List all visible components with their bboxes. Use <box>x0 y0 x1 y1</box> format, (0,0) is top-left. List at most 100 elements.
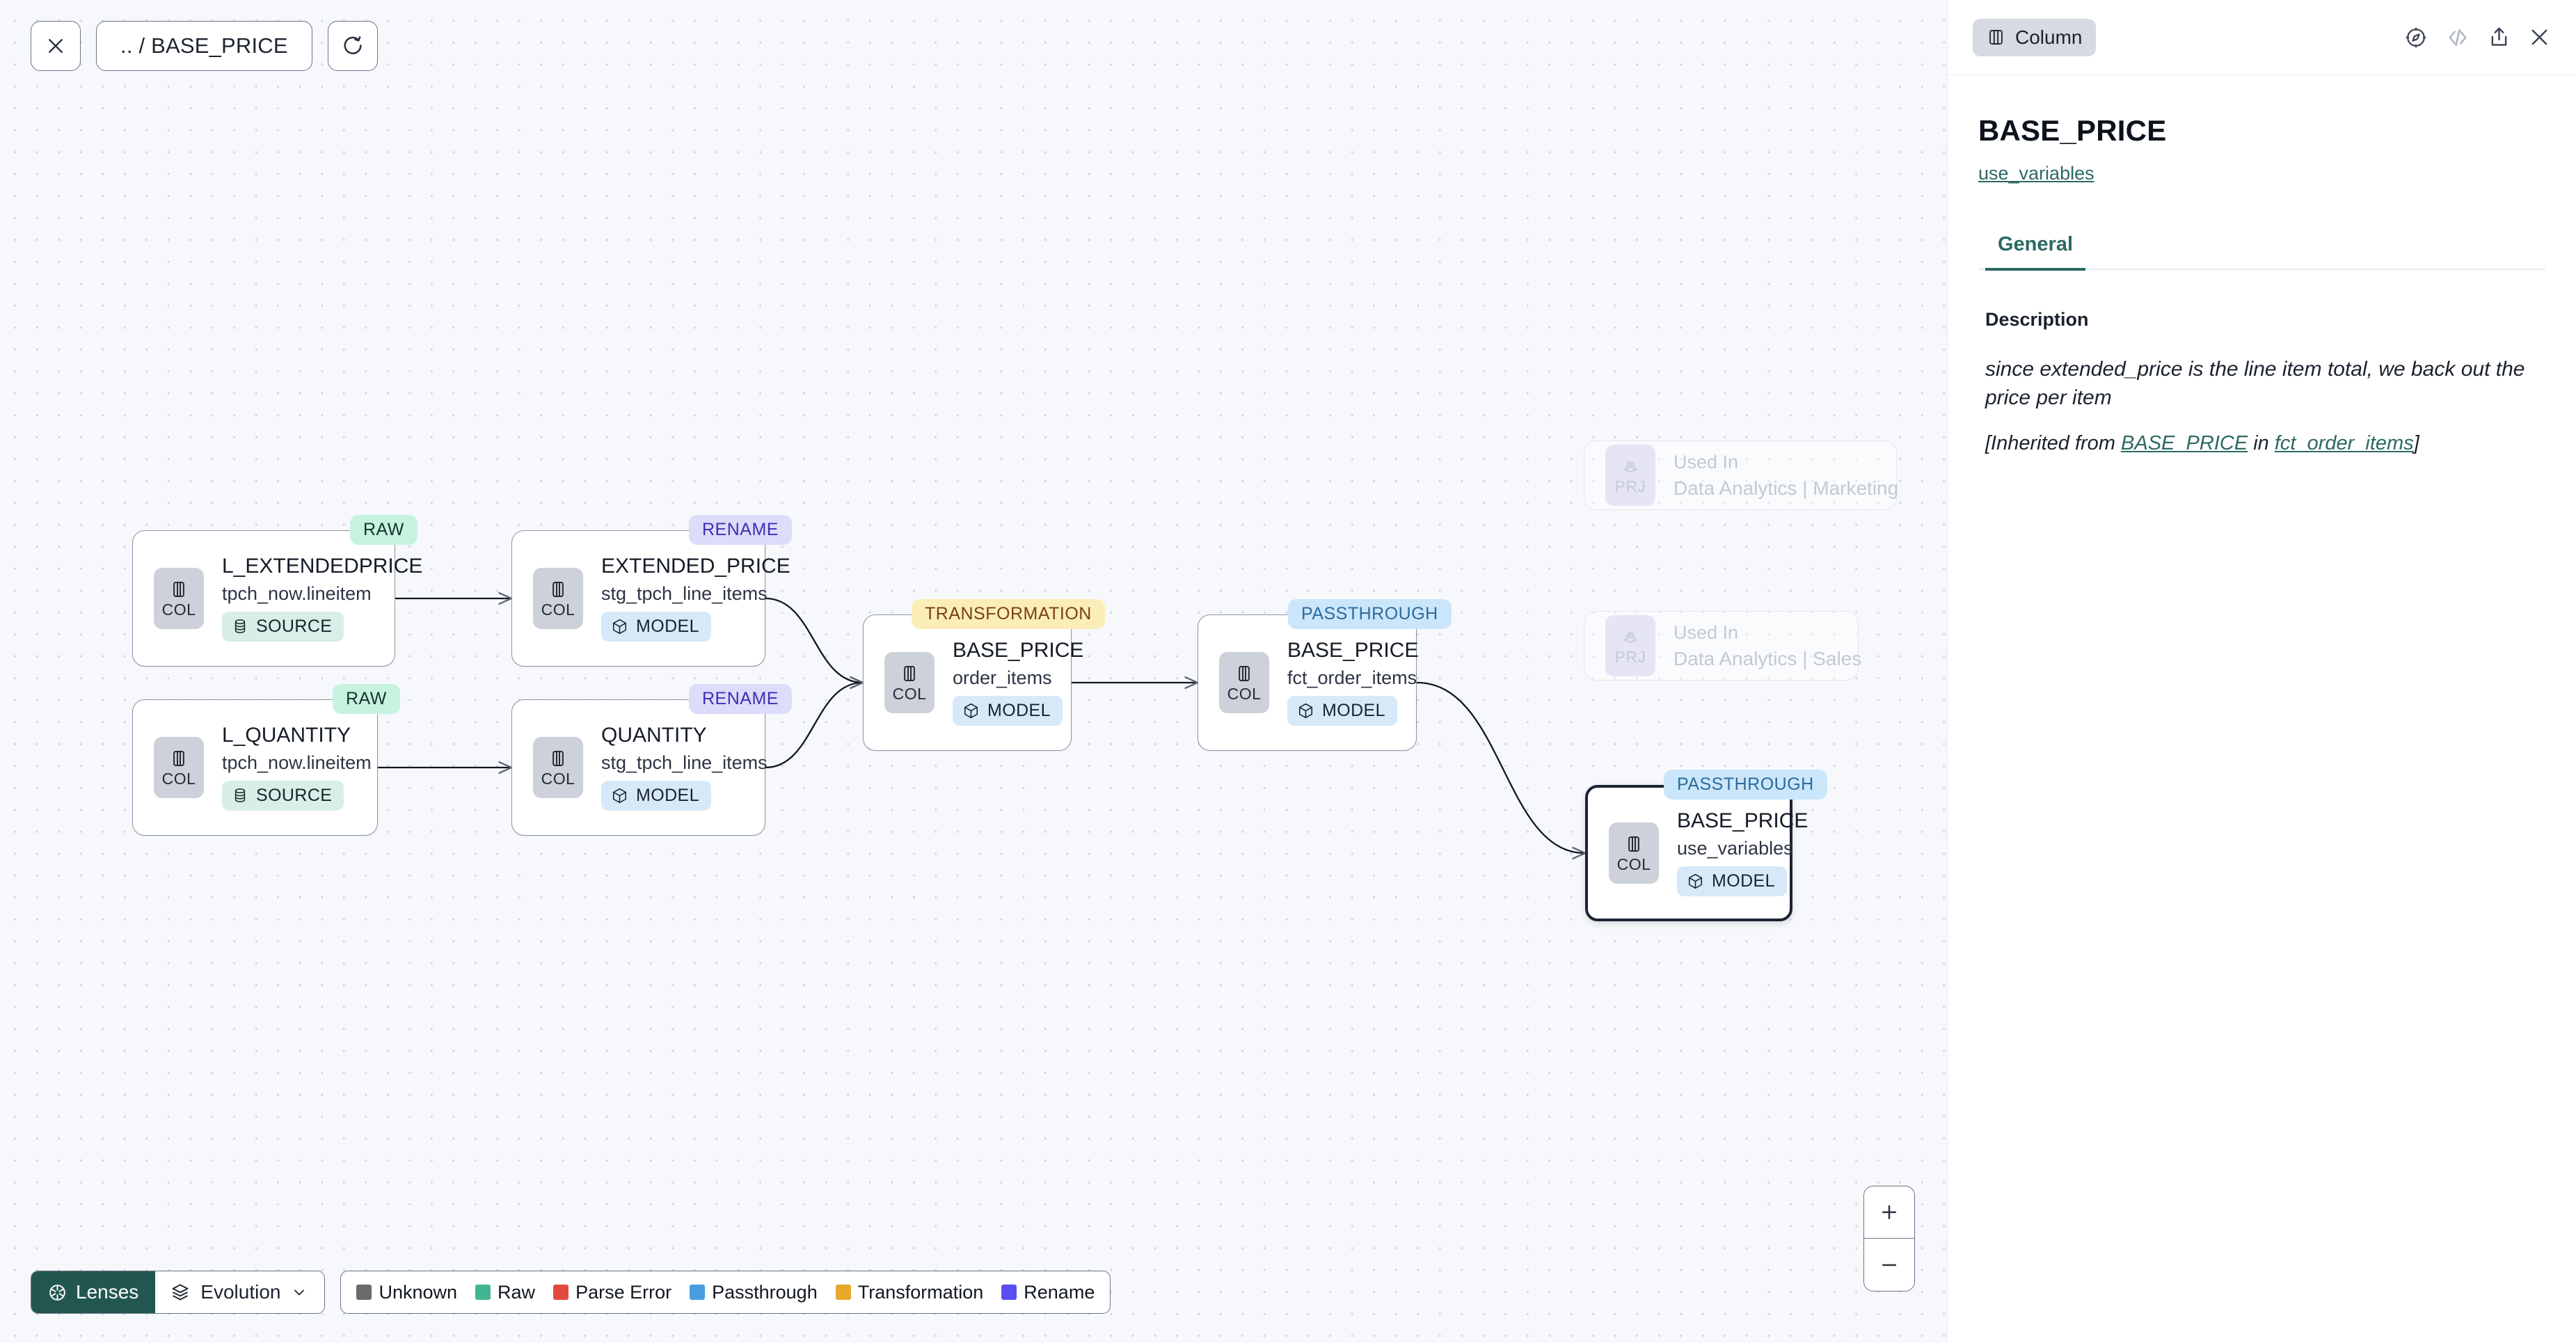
evolution-dropdown[interactable]: Evolution <box>155 1271 325 1313</box>
column-icon <box>552 582 564 597</box>
parent-model-link[interactable]: use_variables <box>1978 163 2094 184</box>
column-icon <box>1628 836 1639 852</box>
breadcrumb[interactable]: .. / BASE_PRICE <box>96 21 312 71</box>
node-text: Used In Data Analytics | Marketing <box>1673 451 1899 499</box>
evolution-label: Evolution <box>200 1281 281 1303</box>
used-in-label: Used In <box>1673 621 1739 643</box>
legend-label: Passthrough <box>712 1281 818 1303</box>
lenses-button[interactable]: Lenses <box>31 1271 156 1313</box>
node-kind-label: MODEL <box>1712 871 1775 891</box>
node-subtitle: tpch_now.lineitem <box>222 752 372 773</box>
layers-icon <box>172 1284 189 1301</box>
column-icon <box>1989 30 2003 45</box>
used-in-target: Data Analytics | Sales <box>1673 647 1862 669</box>
lineage-canvas[interactable]: .. / BASE_PRICE <box>0 0 1947 1343</box>
close-icon <box>2531 29 2547 45</box>
plus-icon <box>1882 1205 1896 1219</box>
node-type-tag: PASSTHROUGH <box>1664 770 1827 800</box>
cube-icon <box>1688 873 1703 889</box>
used-in-target: Data Analytics | Marketing <box>1673 477 1899 499</box>
legend-label: Unknown <box>379 1281 458 1303</box>
node-kind-chip: SOURCE <box>222 780 344 811</box>
legend-label: Raw <box>498 1281 536 1303</box>
column-icon <box>173 582 184 597</box>
node-kind-label: SOURCE <box>256 785 333 805</box>
zoom-out-button[interactable] <box>1864 1239 1914 1291</box>
column-badge-label: COL <box>161 601 196 619</box>
legend-swatch <box>1001 1285 1017 1300</box>
details-panel-header: Column <box>1948 0 2576 75</box>
legend-item[interactable]: Transformation <box>835 1281 984 1303</box>
node-title: QUANTITY <box>601 724 707 747</box>
used-in-node[interactable]: PRJ Used In Data Analytics | Sales <box>1584 611 1862 681</box>
description-text: since extended_price is the line item to… <box>1985 358 2525 409</box>
entity-kind-badge[interactable]: Column <box>1973 18 2097 56</box>
panel-actions <box>2404 25 2551 50</box>
node-kind-chip: MODEL <box>601 780 711 811</box>
node-kind-chip: MODEL <box>1677 866 1787 896</box>
column-badge: COL <box>1219 652 1269 713</box>
lens-control-group: Lenses Evolution <box>31 1271 326 1314</box>
node-title: L_QUANTITY <box>222 724 351 747</box>
project-icon <box>1623 461 1637 473</box>
legend-item[interactable]: Rename <box>1001 1282 1095 1303</box>
node-text: Used In Data Analytics | Sales <box>1673 621 1862 669</box>
refresh-button[interactable] <box>327 21 378 71</box>
inherited-model-link[interactable]: fct_order_items <box>2274 431 2414 454</box>
node-subtitle: use_variables <box>1677 837 1793 859</box>
column-badge: COL <box>1609 823 1659 884</box>
column-badge: COL <box>533 568 583 629</box>
zoom-in-button[interactable] <box>1864 1186 1914 1239</box>
project-badge: PRJ <box>1605 615 1655 676</box>
legend-swatch <box>356 1285 372 1300</box>
node-kind-label: SOURCE <box>256 616 333 636</box>
cube-icon <box>1298 703 1313 718</box>
share-button[interactable] <box>2488 26 2511 49</box>
legend-label: Rename <box>1024 1281 1095 1303</box>
explore-compass-icon[interactable] <box>2404 26 2428 49</box>
legend-item[interactable]: Passthrough <box>690 1282 818 1303</box>
cube-icon <box>964 703 978 718</box>
column-badge-label: COL <box>892 685 927 703</box>
lenses-label: Lenses <box>76 1281 139 1303</box>
close-icon <box>49 39 63 53</box>
legend-swatch <box>475 1285 491 1300</box>
legend-item[interactable]: Unknown <box>356 1282 457 1303</box>
node-type-tag: RAW <box>333 684 400 714</box>
legend-label: Transformation <box>857 1281 984 1303</box>
node-title: BASE_PRICE <box>953 639 1084 662</box>
page-title: BASE_PRICE <box>1978 114 2167 147</box>
node-title: L_EXTENDEDPRICE <box>222 555 423 578</box>
tab-general[interactable]: General <box>1985 233 2085 271</box>
lineage-legend: Unknown Raw Parse Error Passthrough Transfor… <box>340 1271 1111 1314</box>
node-kind-label: MODEL <box>636 785 699 805</box>
close-panel-button[interactable] <box>2528 26 2551 49</box>
node-subtitle: fct_order_items <box>1287 667 1417 688</box>
legend-item[interactable]: Raw <box>475 1282 535 1303</box>
column-icon <box>904 666 915 681</box>
compass-icon <box>2406 27 2426 47</box>
column-icon <box>552 751 564 766</box>
legend-item[interactable]: Parse Error <box>553 1282 671 1303</box>
view-code-icon[interactable] <box>2445 25 2470 50</box>
column-badge-label: COL <box>541 770 575 788</box>
close-button[interactable] <box>31 21 81 71</box>
inherited-column-link[interactable]: BASE_PRICE <box>2121 431 2248 454</box>
used-in-label: Used In <box>1673 451 1739 472</box>
column-icon <box>173 751 184 766</box>
